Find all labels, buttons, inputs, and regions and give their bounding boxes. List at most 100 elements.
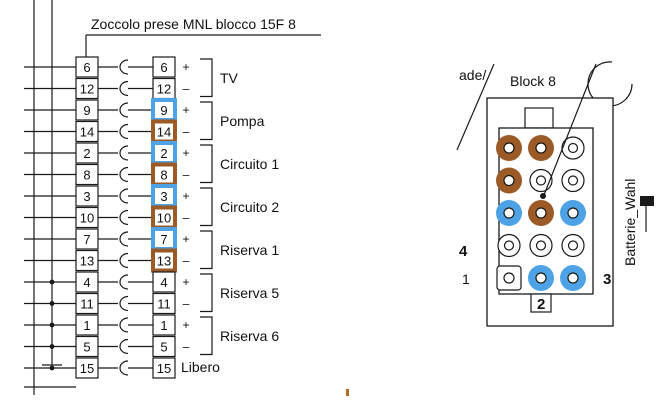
grid-pin-hole: [503, 174, 515, 187]
grid-pin: [496, 135, 522, 161]
pointer-line: [543, 63, 597, 196]
grid-pin: [497, 233, 521, 258]
grid-pin: [528, 200, 554, 226]
pin-number-left: 1: [83, 318, 90, 333]
grid-pin: [561, 168, 585, 193]
plug-arc: [119, 317, 129, 333]
group-label: TV: [220, 70, 239, 86]
pin-sign: –: [183, 340, 190, 354]
bracket-line: [200, 101, 213, 141]
group-label: Riserva 5: [220, 285, 279, 301]
grid-pin: [528, 135, 554, 161]
pin-number-left: 10: [80, 211, 94, 226]
side-label: Batterie_Wahl: [622, 179, 638, 266]
grid-pin-hole: [503, 272, 515, 284]
pin-number-right: 2: [160, 146, 167, 161]
pin-number-right: 1: [160, 318, 167, 333]
pin-number-left: 3: [83, 189, 90, 204]
grid-pin: [496, 200, 522, 226]
grid-pin-hole: [567, 272, 579, 284]
grid-pin-hole: [567, 207, 579, 219]
bracket-line: [200, 230, 213, 270]
plug-arc: [119, 360, 129, 376]
plug-arc: [119, 274, 129, 290]
diagram-title: Zoccolo prese MNL blocco 15F 8: [91, 16, 296, 32]
grid-pin-hole: [535, 240, 547, 251]
pin-sign: +: [182, 146, 189, 160]
pin-number-left: 9: [83, 103, 90, 118]
pin-number-right: 10: [157, 211, 171, 226]
plug-arc: [119, 209, 129, 226]
group-label: Riserva 6: [220, 328, 279, 344]
diagonal-line-left: [456, 63, 495, 151]
junction-dot: [49, 322, 55, 328]
bracket-line: [200, 187, 213, 227]
plug-arc: [119, 166, 129, 183]
plug-arc: [119, 231, 129, 247]
pin-number-right: 9: [160, 103, 167, 118]
connector-row: 2 2 +: [24, 141, 190, 165]
block-number-4: 4: [459, 243, 468, 260]
block-number-2: 2: [537, 296, 545, 313]
group-bracket: Riserva 6: [200, 316, 279, 356]
block-tab-bottom: [530, 293, 552, 313]
group-bracket: Riserva 5: [200, 273, 279, 313]
pin-number-left: 5: [83, 340, 90, 355]
bracket-line: [200, 58, 213, 98]
stray-mark: [346, 389, 349, 396]
pin-sign: +: [182, 60, 189, 74]
pin-sign: –: [183, 82, 190, 96]
group-label: Pompa: [220, 113, 265, 129]
pointer-dot: [540, 193, 546, 199]
grid-pin-hole: [535, 142, 547, 154]
grid-pin: [529, 233, 553, 258]
pin-box-right: [152, 56, 176, 78]
fragment-label: ade/: [459, 67, 486, 83]
pin-sign: +: [182, 103, 189, 117]
plug-arc: [119, 123, 129, 140]
block-label: Block 8: [510, 73, 556, 89]
pin-number-left: 6: [83, 60, 90, 75]
pin-number-right: 8: [160, 168, 167, 183]
plug-arc: [119, 59, 129, 75]
junction-dot: [49, 279, 55, 285]
grid-pin: [528, 265, 554, 291]
pin-sign: –: [183, 254, 190, 268]
group-bracket: Circuito 2: [200, 187, 279, 227]
pin-number-left: 2: [83, 146, 90, 161]
grid-pin: [561, 136, 585, 160]
pin-number-left: 11: [80, 297, 94, 312]
pin-number-right: 4: [160, 275, 167, 290]
pin-box-right: [152, 335, 176, 358]
libero-label: Libero: [181, 359, 220, 375]
plug-arc: [119, 252, 129, 269]
pin-number-left: 13: [80, 254, 94, 269]
pin-number-right: 3: [160, 189, 167, 204]
pin-number-left: 12: [80, 82, 94, 97]
grid-pin-hole: [503, 207, 515, 219]
pin-sign: +: [182, 275, 189, 289]
bracket-line: [200, 316, 213, 356]
pin-sign: –: [183, 211, 190, 225]
connector-row: 9 9 +: [24, 98, 190, 122]
group-bracket: Riserva 1: [200, 230, 279, 270]
bracket-line: [200, 273, 213, 313]
pin-sign: –: [183, 297, 190, 311]
plug-arc: [119, 145, 129, 161]
pin-number-left: 8: [83, 168, 90, 183]
pin-sign: –: [183, 125, 190, 139]
bracket-line: [200, 144, 213, 184]
pin-grid: [496, 135, 586, 291]
group-label: Riserva 1: [220, 242, 279, 258]
grid-pin-hole: [535, 207, 547, 219]
